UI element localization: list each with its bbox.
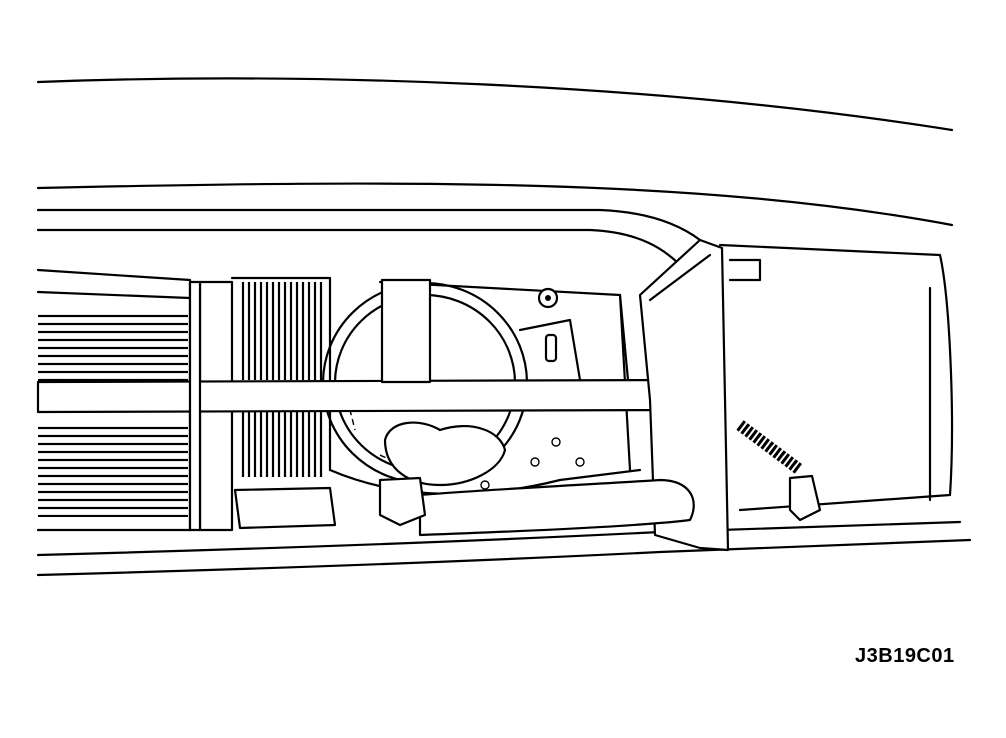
figure-code-label: J3B19C01 — [855, 645, 955, 667]
side-mounting-plate — [638, 238, 730, 552]
motor-hub — [383, 421, 507, 487]
bolt-hardware — [480, 287, 585, 490]
hood-outline — [36, 77, 954, 227]
connector-lower — [233, 476, 427, 530]
wiring-harness — [736, 420, 822, 522]
vertical-bracket — [188, 278, 432, 532]
lower-bracket — [418, 478, 695, 537]
support-bar — [36, 378, 694, 414]
front-panel — [36, 208, 972, 577]
